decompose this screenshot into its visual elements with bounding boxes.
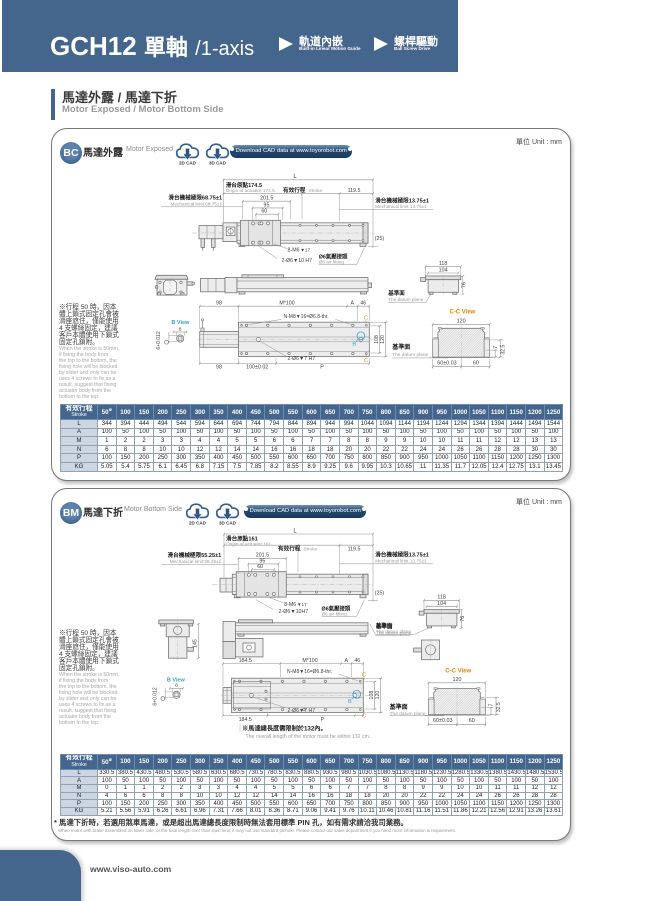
svg-text:3D CAD: 3D CAD [219, 521, 237, 526]
svg-text:3D CAD: 3D CAD [209, 161, 227, 166]
svg-text:2D CAD: 2D CAD [179, 161, 197, 166]
svg-text:2D CAD: 2D CAD [189, 521, 207, 526]
